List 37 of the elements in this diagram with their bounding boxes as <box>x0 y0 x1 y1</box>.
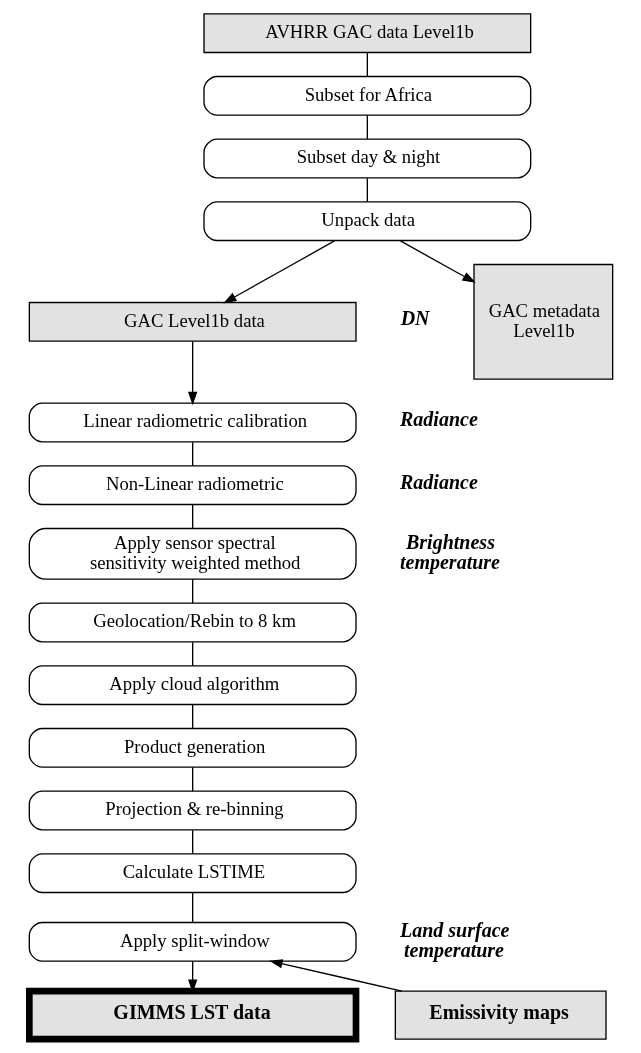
arrow <box>268 959 402 992</box>
node-box: AVHRR GAC data Level1b <box>202 13 531 54</box>
node-box: Geolocation/Rebin to 8 km <box>28 602 357 643</box>
connector <box>191 641 193 667</box>
node-label: Radiance <box>399 470 478 493</box>
node-box: Emissivity maps <box>394 990 607 1040</box>
node-box: Apply cloud algorithm <box>28 665 357 706</box>
connector <box>191 829 193 855</box>
node-box: Non-Linear radiometric <box>28 465 357 506</box>
connector <box>191 704 193 729</box>
connector <box>191 578 193 604</box>
connector <box>191 503 193 529</box>
connector <box>366 52 368 77</box>
arrow <box>187 340 197 406</box>
node-box: Apply sensor spectral sensitivity weighted method <box>28 527 357 580</box>
node-box: GAC metadata Level1b <box>472 263 613 380</box>
node-box: Projection & re-binning <box>28 790 357 831</box>
connector <box>191 891 193 924</box>
connector <box>366 114 368 140</box>
node-box: Product generation <box>28 727 357 768</box>
connector <box>366 177 368 203</box>
node-label: Land surface temperature <box>399 918 509 961</box>
connector <box>191 766 193 792</box>
node-box: GAC Level1b data <box>28 301 357 342</box>
node-box: GIMMS LST data <box>25 987 359 1043</box>
node-box: Linear radiometric calibration <box>28 402 357 443</box>
connector <box>191 441 193 467</box>
node-label: DN <box>400 307 430 330</box>
node-box: Calculate LSTIME <box>28 853 357 894</box>
node-box: Unpack data <box>202 201 531 242</box>
arrow <box>222 240 336 304</box>
node-box: Apply split-window <box>28 921 357 962</box>
arrow <box>398 240 476 283</box>
node-label: Radiance <box>399 407 478 430</box>
node-box: Subset for Africa <box>202 75 531 116</box>
node-box: Subset day & night <box>202 138 531 179</box>
node-label: Brightness temperature <box>399 530 500 573</box>
